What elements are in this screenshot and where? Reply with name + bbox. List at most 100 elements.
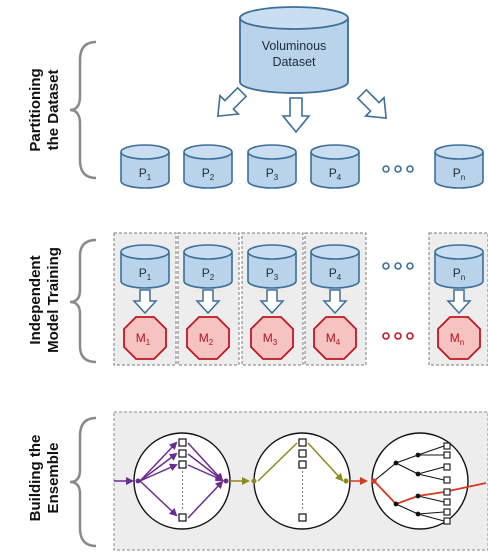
training-column: P1 M1: [120, 244, 170, 360]
partition-cylinder: P3: [247, 144, 297, 189]
section-label-training: Independent Model Training: [27, 247, 62, 353]
svg-text:Pn: Pn: [453, 266, 465, 282]
section-label-ensemble-line1: Building the: [27, 435, 44, 522]
network-node: [135, 478, 141, 484]
partition-label: P: [266, 166, 274, 180]
partition-subscript: 3: [274, 173, 279, 182]
olive-network: [257, 442, 368, 485]
partition-row: P1 P2 P3 P4 Pn: [120, 144, 484, 189]
train-arrow: [322, 289, 348, 315]
partition-label: P: [329, 266, 337, 280]
svg-text:P3: P3: [266, 266, 279, 282]
model-octagon: Mn: [437, 316, 481, 360]
section-label-ensemble-line2: Ensemble: [45, 443, 62, 514]
partition-cylinder: P4: [310, 244, 360, 289]
purple-network: [114, 441, 250, 519]
model-octagon: M3: [250, 316, 294, 360]
partition-cylinder: P4: [310, 144, 360, 189]
brace-partitioning: [69, 40, 97, 180]
brace-training: [69, 238, 97, 364]
svg-text:P1: P1: [139, 166, 152, 182]
training-column: P3 M3: [247, 244, 297, 360]
partition-label: P: [329, 166, 337, 180]
train-arrow: [446, 289, 472, 315]
dataset-label-line1: Voluminous: [262, 39, 327, 53]
partition-label: P: [139, 166, 147, 180]
model-label: M: [199, 331, 209, 345]
model-octagon: M4: [313, 316, 357, 360]
svg-text:P2: P2: [202, 166, 215, 182]
partition-label: P: [202, 266, 210, 280]
partition-cylinder: Pn: [434, 144, 484, 189]
partition-cylinder: P3: [247, 244, 297, 289]
partition-label: P: [453, 166, 461, 180]
section-label-training-line1: Independent: [27, 255, 44, 344]
svg-text:M4: M4: [326, 331, 341, 347]
partition-cylinder: Pn: [434, 244, 484, 289]
ellipsis-dots: [382, 165, 414, 173]
partition-cylinder: P2: [183, 244, 233, 289]
brace-ensemble: [69, 416, 97, 548]
purple-network-units: [178, 438, 187, 522]
partition-cylinder: P2: [183, 144, 233, 189]
split-arrow-center: [281, 97, 311, 134]
partition-label: P: [139, 266, 147, 280]
section-label-partitioning-line2: the Dataset: [45, 70, 62, 151]
dataset-cylinder: Voluminous Dataset: [239, 6, 349, 94]
model-subscript: 3: [273, 338, 278, 347]
model-octagon: M2: [186, 316, 230, 360]
train-arrow: [259, 289, 285, 315]
partition-subscript: 2: [210, 173, 215, 182]
partition-subscript: 1: [147, 273, 152, 282]
network-node: [251, 478, 257, 484]
olive-network-units: [298, 438, 307, 522]
tree-nodes: [371, 452, 421, 517]
tree-leaves: [443, 442, 451, 525]
partition-cylinder: P1: [120, 244, 170, 289]
model-subscript: 4: [336, 338, 341, 347]
partition-subscript: 4: [337, 273, 342, 282]
training-column: P4 M4: [310, 244, 360, 360]
partition-subscript: 3: [274, 273, 279, 282]
svg-text:Mn: Mn: [450, 331, 464, 347]
svg-text:P2: P2: [202, 266, 215, 282]
partition-cylinder: P1: [120, 144, 170, 189]
ellipsis-dots: [382, 262, 414, 270]
section-label-partitioning-line1: Partitioning: [27, 68, 44, 151]
model-subscript: n: [460, 338, 464, 347]
training-column: Pn Mn: [434, 244, 484, 360]
train-arrow: [195, 289, 221, 315]
ellipsis-dots-models: [382, 332, 414, 340]
svg-text:M2: M2: [199, 331, 214, 347]
svg-text:M1: M1: [136, 331, 151, 347]
partition-subscript: 4: [337, 173, 342, 182]
ensemble-panel: [113, 411, 488, 551]
partition-label: P: [202, 166, 210, 180]
svg-text:P3: P3: [266, 166, 279, 182]
section-label-ensemble: Building the Ensemble: [27, 435, 62, 522]
partition-subscript: n: [461, 273, 465, 282]
model-label: M: [450, 331, 460, 345]
training-column: P2 M2: [183, 244, 233, 360]
partition-label: P: [453, 266, 461, 280]
svg-text:M3: M3: [263, 331, 278, 347]
svg-text:Pn: Pn: [453, 166, 465, 182]
partition-subscript: 2: [210, 273, 215, 282]
svg-text:P4: P4: [329, 166, 342, 182]
network-node: [223, 478, 229, 484]
split-arrow-right: [356, 88, 388, 120]
train-arrow: [132, 289, 158, 315]
partition-label: P: [266, 266, 274, 280]
section-label-training-line2: Model Training: [45, 247, 62, 353]
split-arrow-left: [216, 86, 248, 118]
model-subscript: 2: [209, 338, 214, 347]
model-octagon: M1: [123, 316, 167, 360]
model-label: M: [263, 331, 273, 345]
svg-text:P4: P4: [329, 266, 342, 282]
dataset-label-line2: Dataset: [272, 55, 316, 69]
section-label-partitioning: Partitioning the Dataset: [27, 68, 62, 151]
model-label: M: [136, 331, 146, 345]
model-label: M: [326, 331, 336, 345]
partition-subscript: 1: [147, 173, 152, 182]
